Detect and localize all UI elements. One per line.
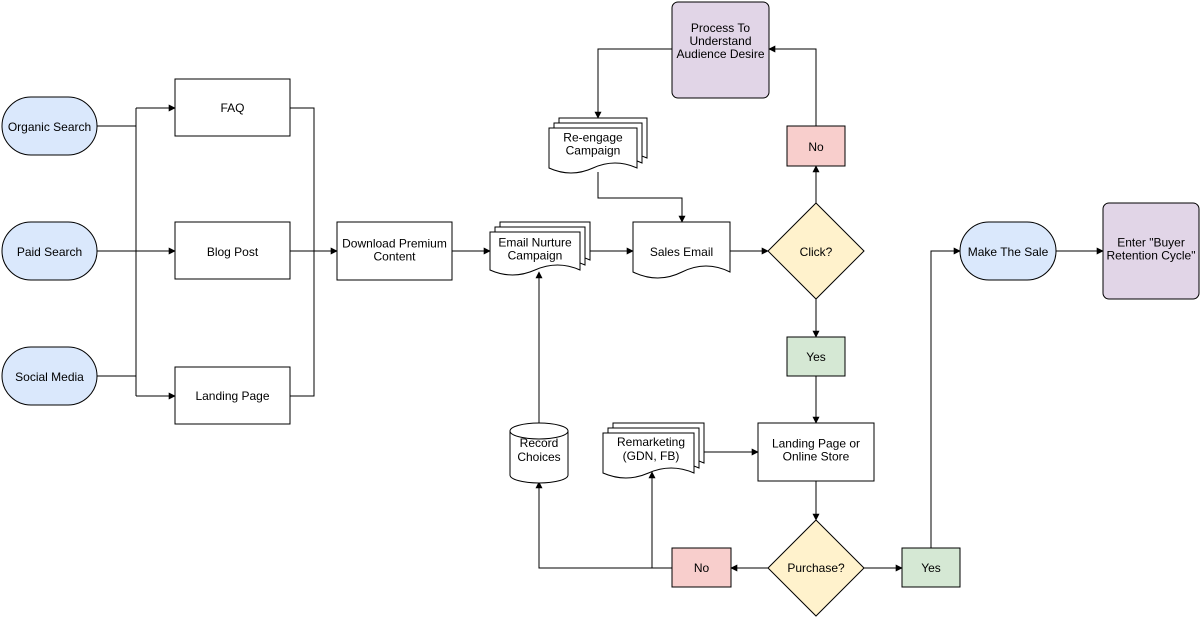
node-yes-bottom[interactable]: Yes xyxy=(901,547,961,588)
node-paid-search[interactable]: Paid Search xyxy=(1,221,98,281)
node-paid-search-label: Paid Search xyxy=(17,245,82,259)
node-no-top-label: No xyxy=(808,140,824,154)
node-click-label: Click? xyxy=(800,245,833,259)
edges xyxy=(97,45,1104,572)
node-faq[interactable]: FAQ xyxy=(174,78,291,137)
node-organic-search[interactable]: Organic Search xyxy=(1,96,98,156)
node-landing-page-label: Landing Page xyxy=(195,389,269,403)
node-remarketing[interactable]: Remarketing(GDN, FB) xyxy=(602,422,705,479)
edge-landing-page-out xyxy=(290,251,315,397)
edge-faq-out xyxy=(290,107,315,251)
edge-no-to-process xyxy=(768,45,817,126)
node-blog-post[interactable]: Blog Post xyxy=(174,221,291,280)
node-organic-search-label: Organic Search xyxy=(8,120,91,134)
node-no-bottom-label: No xyxy=(694,561,710,575)
node-social-media[interactable]: Social Media xyxy=(1,346,98,406)
edge-process-to-reengage xyxy=(594,48,672,119)
node-yes-bottom-label: Yes xyxy=(921,561,941,575)
node-sales-email-label: Sales Email xyxy=(650,245,713,259)
edge-no-to-record-choices xyxy=(535,481,672,569)
edge-reengage-to-sales-email xyxy=(597,172,686,223)
node-purchase-label: Purchase? xyxy=(787,561,845,575)
node-blog-post-label: Blog Post xyxy=(207,245,259,259)
node-make-sale-label: Make The Sale xyxy=(968,245,1049,259)
node-purchase-decision[interactable]: Purchase? xyxy=(767,519,865,617)
node-no-bottom[interactable]: No xyxy=(671,547,732,588)
node-click-decision[interactable]: Click? xyxy=(767,202,865,300)
node-faq-label: FAQ xyxy=(220,101,244,115)
node-make-sale[interactable]: Make The Sale xyxy=(959,221,1057,281)
edge-yes-to-make-sale xyxy=(930,247,961,548)
node-social-media-label: Social Media xyxy=(15,370,84,384)
node-no-top[interactable]: No xyxy=(786,125,846,167)
node-yes-mid-label: Yes xyxy=(806,350,826,364)
node-landing-page[interactable]: Landing Page xyxy=(174,366,291,425)
node-remarketing-label: Remarketing(GDN, FB) xyxy=(617,435,685,463)
node-yes-mid[interactable]: Yes xyxy=(786,336,846,377)
node-sales-email[interactable]: Sales Email xyxy=(632,221,731,279)
